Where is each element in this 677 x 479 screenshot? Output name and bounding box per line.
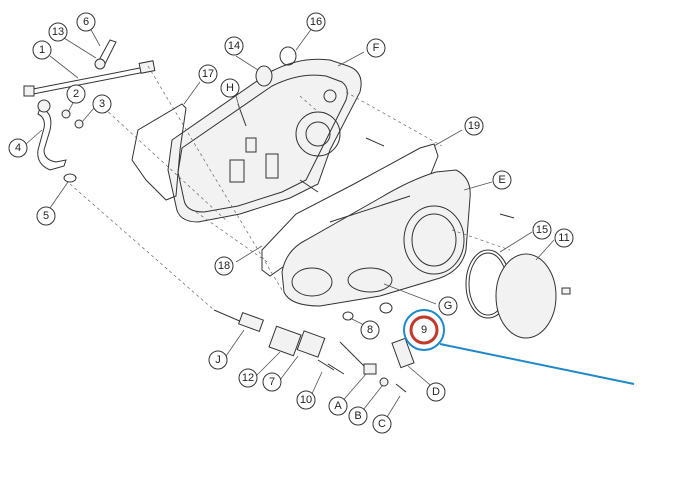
callout-13-label: 13: [52, 26, 64, 38]
callout-7-label: 7: [269, 376, 275, 388]
outer-primary-cover: [281, 169, 471, 307]
callout-19-label: 19: [468, 120, 480, 132]
callout-17: 17: [198, 64, 218, 84]
callout-J: J: [208, 350, 228, 370]
callout-H-label: H: [226, 82, 234, 94]
callout-6-label: 6: [83, 16, 89, 28]
callout-11-label: 11: [558, 232, 569, 244]
callout-16: 16: [306, 12, 326, 32]
callout-1-label: 1: [39, 44, 45, 56]
assembly-guide-lines: [69, 65, 511, 311]
shifter-linkage: [23, 39, 156, 183]
callout-E: E: [492, 170, 512, 190]
callout-C: C: [372, 414, 392, 434]
callout-7: 7: [262, 372, 282, 392]
callout-8-label: 8: [367, 324, 373, 336]
callout-A: A: [328, 396, 348, 416]
callout-10-label: 10: [300, 394, 312, 406]
callout-B-label: B: [354, 410, 361, 422]
callout-A-label: A: [334, 400, 342, 412]
callout-11: 11: [554, 228, 574, 248]
callout-1: 1: [32, 40, 52, 60]
callout-B: B: [348, 406, 368, 426]
callout-18-label: 18: [218, 260, 230, 272]
callout-15-label: 15: [536, 224, 548, 236]
derby-cover-11: [495, 253, 557, 339]
callout-H: H: [220, 78, 240, 98]
callout-4: 4: [8, 138, 28, 158]
clutch-actuator-parts: [213, 302, 415, 393]
callout-D-label: D: [432, 386, 440, 398]
callout-2: 2: [66, 84, 86, 104]
callout-5-label: 5: [43, 210, 49, 222]
callout-13: 13: [48, 22, 68, 42]
callout-E-label: E: [498, 174, 505, 186]
callout-10: 10: [296, 390, 316, 410]
callout-4-label: 4: [15, 142, 21, 154]
callout-3: 3: [92, 94, 112, 114]
callout-14-label: 14: [228, 40, 240, 52]
callout-14: 14: [224, 36, 244, 56]
callout-16-label: 16: [310, 16, 322, 28]
callout-G-label: G: [444, 300, 453, 312]
callout-C-label: C: [378, 418, 386, 430]
o-ring-16: [279, 46, 297, 66]
callout-5: 5: [36, 206, 56, 226]
callout-3-label: 3: [99, 98, 105, 110]
inner-housing-gasket: [131, 103, 187, 201]
callout-12-label: 12: [242, 372, 254, 384]
callout-15: 15: [532, 220, 552, 240]
callout-19: 19: [464, 116, 484, 136]
callout-F: F: [366, 38, 386, 58]
highlight-part-9: 9: [403, 309, 635, 385]
callout-9-label: 9: [421, 324, 427, 336]
callout-8: 8: [360, 320, 380, 340]
callout-6: 6: [76, 12, 96, 32]
callout-12: 12: [238, 368, 258, 388]
callout-F-label: F: [373, 42, 380, 54]
callout-D: D: [426, 382, 446, 402]
callout-18: 18: [214, 256, 234, 276]
callout-2-label: 2: [73, 88, 79, 100]
seal-14: [255, 65, 273, 87]
callout-J-label: J: [215, 354, 221, 366]
callout-G: G: [438, 296, 458, 316]
callout-17-label: 17: [202, 68, 214, 80]
inner-primary-housing: [167, 58, 362, 223]
